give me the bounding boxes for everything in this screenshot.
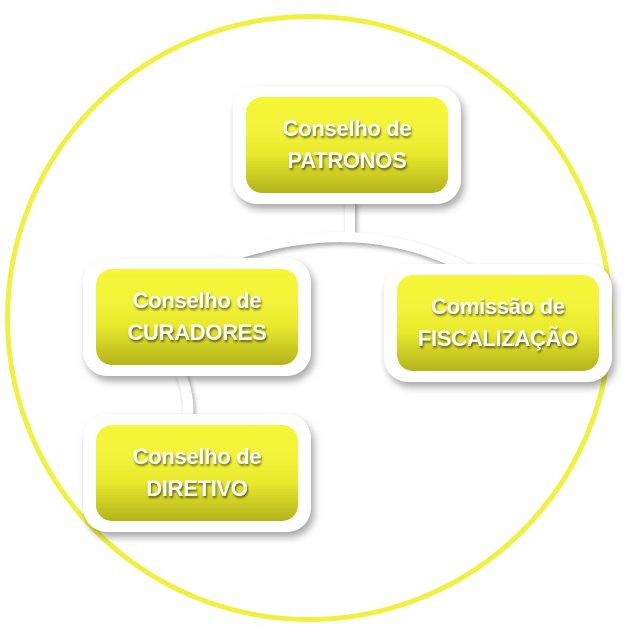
node-label-line2: PATRONOS [287,148,407,173]
node-label-line2: FISCALIZAÇÃO [417,326,579,351]
node-label-line2: CURADORES [127,320,267,345]
connector-arc [198,232,473,275]
node-conselho-patronos: Conselho de PATRONOS [233,86,461,204]
node-label-line1: Conselho de [132,288,262,313]
node-label-line1: Conselho de [132,444,262,469]
node-label-line1: Conselho de [282,116,412,141]
connector-curadores-diretivo [175,370,194,421]
node-label-line2: DIRETIVO [146,476,248,501]
node-label-line1: Comissão de [431,294,565,319]
node-comissao-fiscalizacao: Comissão de FISCALIZAÇÃO [384,264,612,382]
node-conselho-curadores: Conselho de CURADORES [83,258,311,376]
node-conselho-diretivo: Conselho de DIRETIVO [83,414,311,532]
